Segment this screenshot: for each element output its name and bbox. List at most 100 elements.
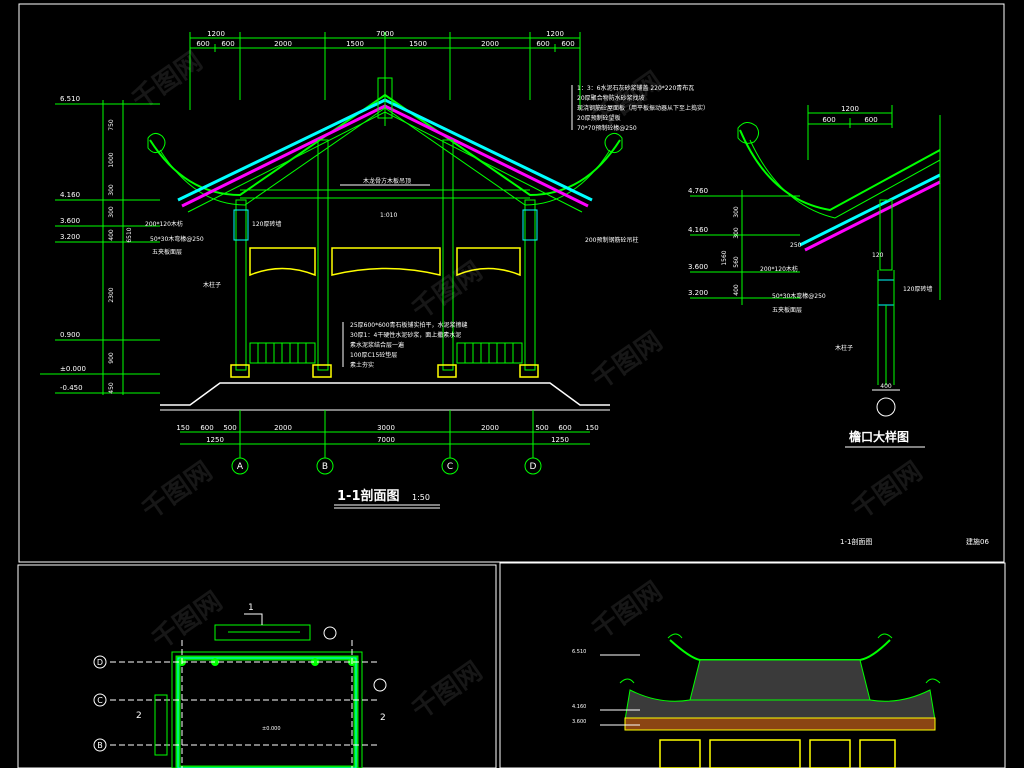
elev-label: ±0.000	[60, 365, 86, 373]
plan-callout: 2	[136, 711, 142, 721]
left-dim: 450	[108, 382, 115, 394]
sheet-name: 1-1剖面图	[840, 537, 872, 546]
top-dim-3: 1200	[546, 30, 564, 38]
detail-left-dim: 400	[733, 284, 740, 296]
axis-d: D	[530, 462, 537, 472]
detail-top-dim: 1200	[841, 105, 859, 113]
axis-b: B	[322, 462, 328, 472]
plan-drawing: D C B 1 2 2 ±0.000	[93, 603, 387, 768]
detail-sub-dim: 600	[822, 116, 835, 124]
plan-callout-right: 2	[380, 713, 386, 723]
detail-dim-120: 120	[872, 252, 884, 259]
top-dim-1: 1200	[207, 30, 225, 38]
plan-axis-b: B	[97, 741, 103, 750]
top-subdim: 600	[196, 40, 209, 48]
bottom-dim: 2000	[481, 424, 499, 432]
section-title: 1-1剖面图	[337, 488, 400, 504]
bottom-dim: 600	[558, 424, 571, 432]
axis-c: C	[447, 462, 453, 472]
detail-elev: 4.760	[688, 187, 708, 195]
detail-label-wall: 120厚砖墙	[903, 285, 932, 293]
elevation-sheet-border	[499, 562, 1006, 768]
watermark: 千图网	[587, 326, 668, 395]
top-dim-2: 7000	[376, 30, 394, 38]
watermark: 千图网	[407, 256, 488, 325]
bottom-dim: 500	[535, 424, 548, 432]
left-dim: 300	[108, 184, 115, 196]
watermark: 千图网	[137, 456, 218, 525]
roof-note: 20厚预制砼望板	[577, 114, 621, 122]
elev-label: -0.450	[60, 384, 83, 392]
left-dim: 300	[108, 206, 115, 218]
label-plank: 五夹板面层	[152, 248, 182, 256]
roof-note: 1：3：6水泥石灰砂浆铺盖 220*220青布瓦	[577, 84, 694, 92]
detail-title: 檐口大样图	[849, 429, 909, 444]
eave-detail-drawing: 1200 600 600 400 120 250 4.760 4.160 3.6…	[688, 105, 941, 448]
detail-label-wood: 200*120木枋	[760, 265, 798, 273]
elev-label: 3.600	[60, 217, 80, 225]
bottom-dim: 150	[176, 424, 189, 432]
detail-label-column: 木柱子	[835, 344, 853, 352]
bottom-dim: 1250	[551, 436, 569, 444]
left-dim: 2300	[108, 287, 115, 302]
elev-level: 3.600	[572, 719, 586, 725]
bottom-dim: 7000	[377, 436, 395, 444]
plan-level: ±0.000	[262, 726, 281, 732]
roof-note: 20厚聚合物防水砂浆找坡	[577, 94, 645, 102]
top-subdim: 2000	[481, 40, 499, 48]
label-column: 木柱子	[203, 281, 221, 289]
sheet-number: 建施06	[966, 537, 989, 546]
floor-note: 素水泥浆结合层一遍	[350, 341, 404, 349]
elevation-drawing: 6.510 4.160 3.600	[572, 633, 941, 768]
detail-left-dim: 300	[733, 227, 740, 239]
top-subdim: 600	[561, 40, 574, 48]
bottom-dim: 600	[200, 424, 213, 432]
detail-elev: 4.160	[688, 226, 708, 234]
bottom-dim: 1250	[206, 436, 224, 444]
elev-level: 4.160	[572, 704, 586, 710]
watermark: 千图网	[847, 456, 928, 525]
section-drawing: 1200 7000 1200 600 600 2000 1500 1500 20…	[40, 30, 989, 546]
detail-sub-dim: 600	[864, 116, 877, 124]
floor-note: 素土夯实	[350, 361, 374, 369]
detail-label-plank: 五夹板面层	[772, 306, 802, 314]
main-sheet-border	[18, 3, 1005, 563]
top-subdim: 1500	[346, 40, 364, 48]
axis-a: A	[237, 462, 244, 472]
left-dim: 1000	[108, 152, 115, 167]
left-dim: 750	[108, 119, 115, 131]
detail-label-bend: 50*30木弯椽@250	[772, 292, 826, 300]
floor-note: 25厚600*600青石板铺实拍平，水泥浆擦缝	[350, 321, 468, 329]
bottom-dim: 150	[585, 424, 598, 432]
top-subdim: 1500	[409, 40, 427, 48]
detail-elev: 3.600	[688, 263, 708, 271]
detail-left-dim: 560	[733, 256, 740, 268]
elev-label: 3.200	[60, 233, 80, 241]
elev-level: 6.510	[572, 649, 586, 655]
plan-axis-d: D	[97, 658, 103, 667]
floor-note: 30厚1：4干硬性水泥砂浆，面上撒素水泥	[350, 331, 461, 339]
bottom-dim: 3000	[377, 424, 395, 432]
plan-sheet-border	[17, 564, 497, 768]
bottom-dim: 2000	[274, 424, 292, 432]
elev-label: 0.900	[60, 331, 80, 339]
detail-left-dim: 1560	[721, 250, 728, 265]
label-wall: 120厚砖墙	[252, 220, 281, 228]
section-scale: 1:50	[412, 493, 430, 502]
bottom-dim: 500	[223, 424, 236, 432]
top-subdim: 600	[536, 40, 549, 48]
elev-label: 6.510	[60, 95, 80, 103]
roof-note: 现浇钢筋砼屋面板（用平板振动器从下至上捣实）	[577, 104, 709, 112]
detail-dim-250: 250	[790, 242, 802, 249]
watermark: 千图网	[407, 656, 488, 725]
label-bend: 50*30木弯椽@250	[150, 235, 204, 243]
watermark: 千图网	[587, 576, 668, 645]
left-dim: 6510	[126, 227, 133, 242]
plan-axis-c: C	[97, 696, 103, 705]
beam-label: 木龙骨方木板吊顶	[363, 177, 411, 185]
detail-left-dim: 300	[733, 206, 740, 218]
label-wood: 200*120木枋	[145, 220, 183, 228]
elev-label: 4.160	[60, 191, 80, 199]
left-dim: 900	[108, 352, 115, 364]
